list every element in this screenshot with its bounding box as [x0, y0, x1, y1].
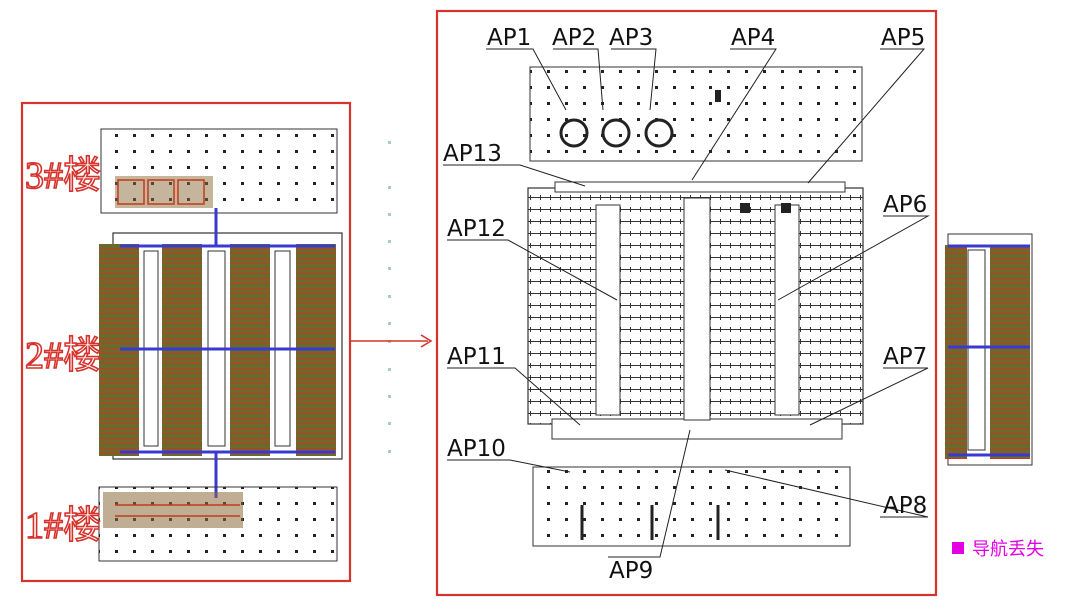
ap-label-5: AP5	[881, 25, 925, 51]
partial-building-thumbnail	[945, 233, 1033, 466]
ap-label-12: AP12	[447, 216, 506, 242]
ap-label-9: AP9	[609, 558, 653, 584]
ap-label-4: AP4	[731, 25, 775, 51]
detail-panel	[435, 9, 938, 597]
building-label-3: 3#楼	[25, 155, 101, 197]
ap-label-2: AP2	[552, 25, 596, 51]
ap-label-13: AP13	[443, 141, 502, 167]
ap-label-8: AP8	[883, 493, 927, 519]
ap-label-1: AP1	[487, 25, 531, 51]
ap-label-11: AP11	[447, 344, 506, 370]
ap-labels: AP1 AP2 AP3 AP4 AP5 AP6 AP7 AP8 AP9 AP10…	[443, 25, 927, 584]
overview-panel	[20, 101, 352, 583]
legend-swatch	[952, 542, 964, 554]
marker-column	[388, 141, 391, 453]
building-label-2: 2#楼	[25, 335, 101, 377]
zoom-arrow	[351, 334, 433, 348]
ap-label-3: AP3	[609, 25, 653, 51]
legend-navigation-lost: 导航丢失	[952, 535, 1044, 561]
ap-label-10: AP10	[447, 436, 506, 462]
ap-label-7: AP7	[883, 344, 927, 370]
ap-label-6: AP6	[883, 192, 927, 218]
legend-label: 导航丢失	[972, 539, 1044, 560]
ap-leaders	[443, 48, 930, 558]
building-label-1: 1#楼	[25, 505, 101, 547]
